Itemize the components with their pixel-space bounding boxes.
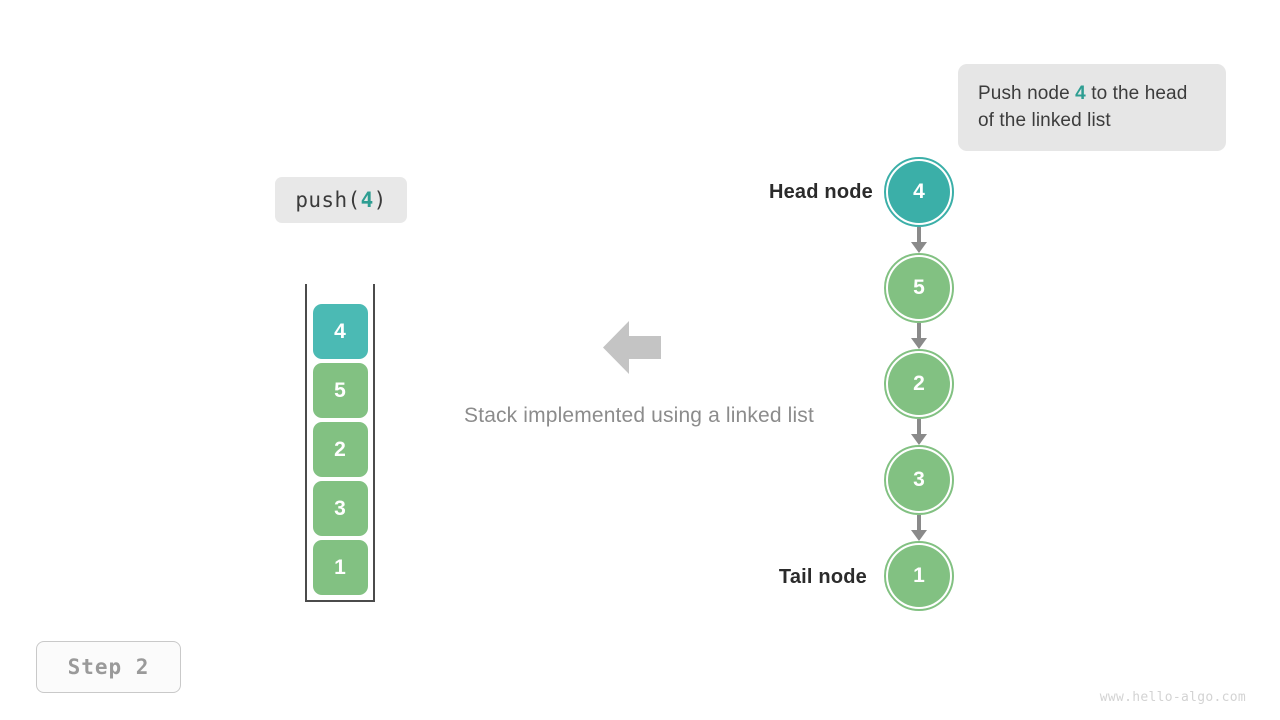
node-disc <box>888 257 950 319</box>
linked-list-edge-arrowhead <box>911 338 927 349</box>
linked-list-node: 1 <box>884 541 954 611</box>
node-ring <box>884 157 954 227</box>
linked-list-node: 4 <box>884 157 954 227</box>
linked-list-edge <box>917 227 921 242</box>
operation-suffix: ) <box>373 188 387 212</box>
linked-list-edge-arrowhead <box>911 530 927 541</box>
diagram-caption-text: Stack implemented using a linked list <box>464 404 814 427</box>
linked-list-node: 2 <box>884 349 954 419</box>
node-value: 3 <box>913 468 925 491</box>
tail-node-label: Tail node <box>778 566 867 588</box>
stack-cell: 4 <box>312 304 368 359</box>
linked-list-edge-arrowhead <box>911 242 927 253</box>
callout-push-description: Push node 4 to the head of the linked li… <box>958 64 1226 151</box>
stack-cell-value: 2 <box>334 437 346 461</box>
operation-argument: 4 <box>360 188 374 212</box>
linked-list-node: 5 <box>884 253 954 323</box>
stack-cell-value: 4 <box>334 319 346 343</box>
stack-cell-value: 5 <box>334 378 346 402</box>
node-disc <box>888 353 950 415</box>
stack-cell: 5 <box>312 363 368 418</box>
node-disc <box>888 545 950 607</box>
head-node-label: Head node <box>768 181 873 203</box>
diagram-caption: Stack implemented using a linked list <box>0 404 1280 428</box>
node-ring <box>884 541 954 611</box>
callout-text-prefix: Push node <box>978 83 1076 104</box>
node-ring <box>884 253 954 323</box>
stack-cell: 3 <box>312 481 368 536</box>
linked-list-edge <box>917 323 921 338</box>
linked-list: 4 5 2 3 1 <box>884 157 956 613</box>
node-value: 2 <box>913 372 925 395</box>
node-value: 4 <box>913 180 925 203</box>
callout-highlight-value: 4 <box>1075 83 1086 104</box>
node-ring <box>884 445 954 515</box>
watermark: www.hello-algo.com <box>1099 690 1246 705</box>
node-value: 1 <box>913 564 925 587</box>
stack-cell: 1 <box>312 540 368 595</box>
node-disc <box>888 449 950 511</box>
stack-container <box>305 284 375 602</box>
linked-list-edge <box>917 515 921 530</box>
step-badge: Step 2 <box>36 641 181 693</box>
linked-list-edge-arrowhead <box>911 434 927 445</box>
left-arrow-icon <box>603 321 661 374</box>
stack-cell-value: 1 <box>334 555 346 579</box>
operation-chip-push: push(4) <box>275 177 407 223</box>
operation-prefix: push( <box>295 188 361 212</box>
node-disc <box>888 161 950 223</box>
linked-list-edge <box>917 419 921 434</box>
stack-cell-list: 4 5 2 3 1 <box>305 304 375 598</box>
node-ring <box>884 349 954 419</box>
stack-cell-value: 3 <box>334 496 346 520</box>
node-value: 5 <box>913 276 925 299</box>
callout-text-suffix: to the head of the linked list <box>978 83 1188 131</box>
linked-list-node: 3 <box>884 445 954 515</box>
stack-cell: 2 <box>312 422 368 477</box>
